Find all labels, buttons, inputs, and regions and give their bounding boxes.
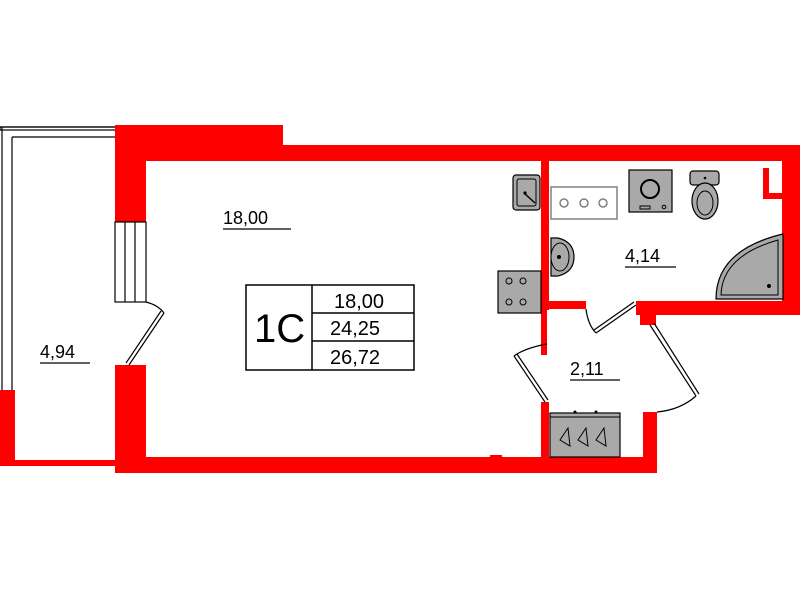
bathroom-sink-icon: [550, 237, 575, 277]
shower-icon: [715, 233, 784, 300]
stove-icon: [497, 270, 542, 314]
living-room-area: 18,00: [223, 208, 268, 228]
washing-machine-icon: [628, 169, 673, 213]
kitchen-sink-icon: [512, 174, 541, 211]
counter-icon: [550, 186, 618, 220]
balcony-area: 4,94: [40, 342, 75, 362]
wardrobe-icon: [549, 410, 621, 458]
balcony-window: [114, 221, 165, 366]
summary-box: 1C 18,00 24,25 26,72: [245, 284, 415, 371]
room-labels: 18,00 4,94 4,14 2,11: [40, 208, 676, 381]
walls: [115, 125, 800, 473]
bathroom-area: 4,14: [625, 246, 660, 266]
living-area-value: 18,00: [334, 291, 384, 313]
apartment-type: 1C: [254, 307, 305, 351]
balcony-outline: [0, 126, 120, 466]
toilet-icon: [689, 170, 720, 220]
hall-doors: [513, 301, 700, 413]
total-area-balcony-value: 26,72: [330, 347, 380, 369]
hallway-area: 2,11: [570, 359, 604, 379]
total-area-value: 24,25: [330, 318, 380, 340]
